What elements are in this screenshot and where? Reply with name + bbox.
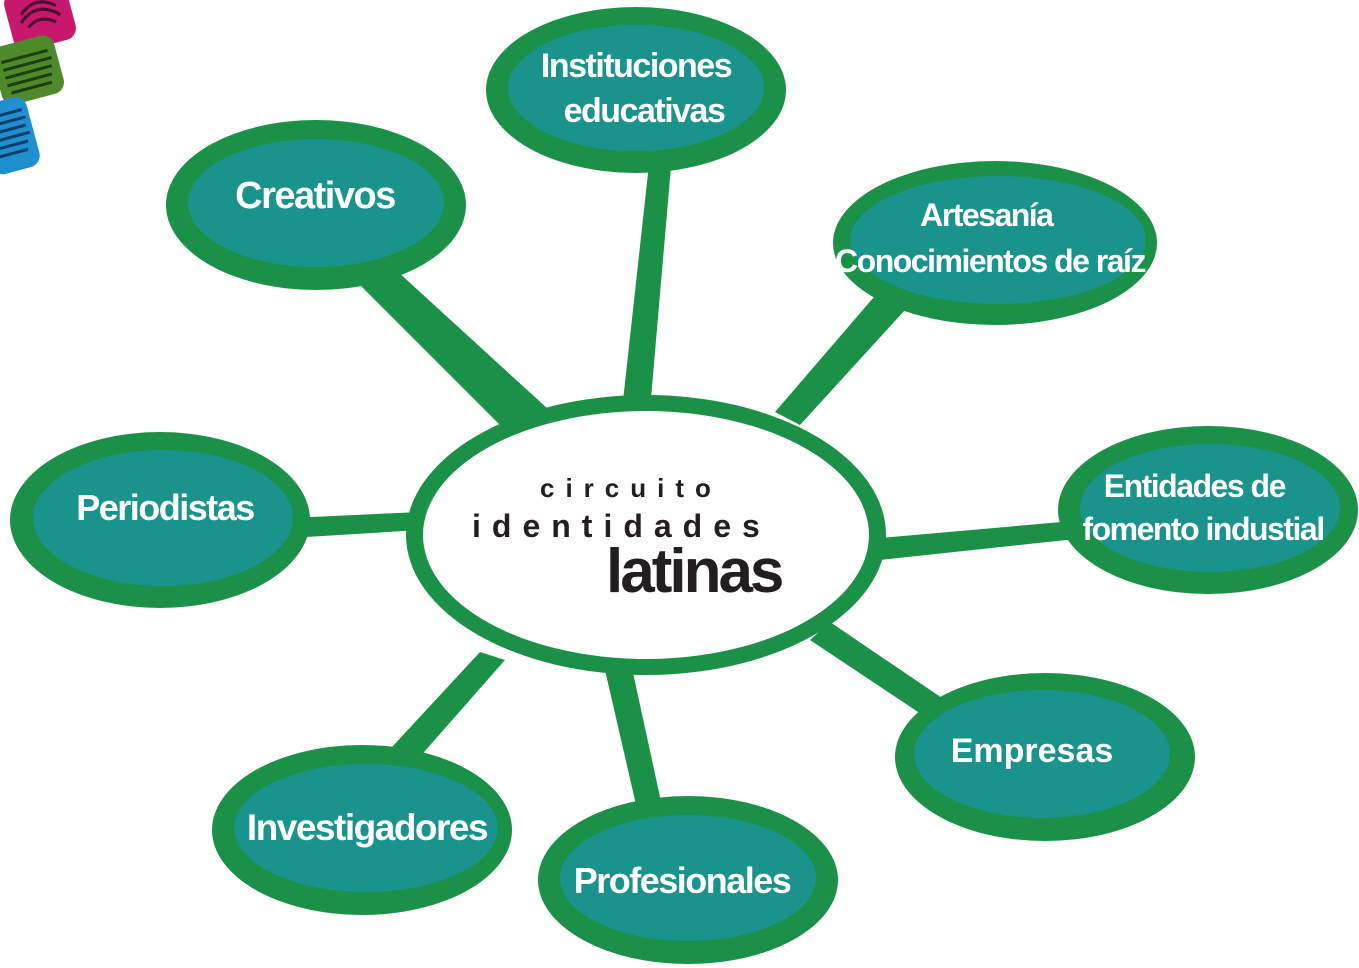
node-entidades-line1: Entidades de [1104, 468, 1286, 504]
center-title-line1: circuito [540, 473, 722, 503]
svg-text:Instituciones educativas: Instituciones educativas [541, 47, 739, 130]
connector-investigadores [380, 652, 505, 768]
node-profesionales-label: Profesionales [574, 860, 791, 901]
node-creativos-label: Creativos [235, 175, 395, 217]
node-instituciones-line2: educativas [564, 92, 725, 130]
connector-periodistas [290, 512, 420, 538]
fingerprint-logo-icon [0, 0, 76, 175]
node-creativos: Creativos [166, 120, 466, 290]
connector-group [290, 155, 1085, 822]
node-instituciones-line1: Instituciones [541, 47, 732, 85]
node-empresas-label: Empresas [951, 732, 1114, 770]
node-entidades-line2: fomento industial [1082, 511, 1323, 547]
center-title-line2: identidades [472, 508, 771, 544]
node-periodistas-label: Periodistas [76, 487, 254, 528]
node-artesania-line2: Conocimientos de raíz [835, 243, 1145, 279]
center-node: circuito identidades latinas [406, 395, 886, 675]
node-artesania: Artesanía Conocimientos de raíz [833, 161, 1157, 325]
node-artesania-line1: Artesanía [920, 197, 1054, 233]
node-instituciones: Instituciones educativas [486, 7, 786, 173]
node-profesionales: Profesionales [538, 796, 838, 964]
connector-instituciones [622, 155, 672, 410]
svg-text:Entidades de fomento ind: Entidades de fomento industial [1082, 468, 1323, 547]
node-entidades: Entidades de fomento industial [1058, 426, 1358, 594]
node-periodistas: Periodistas [10, 432, 310, 608]
node-investigadores: Investigadores [212, 745, 512, 915]
connector-artesania [775, 290, 905, 425]
connector-empresas [810, 622, 945, 720]
svg-text:Artesanía Conocimientos: Artesanía Conocimientos de raíz [835, 197, 1145, 279]
connector-creativos [340, 260, 560, 440]
connector-profesionales [605, 668, 665, 822]
node-empresas: Empresas [895, 673, 1195, 841]
node-investigadores-label: Investigadores [247, 807, 488, 848]
center-title-line3: latinas [606, 537, 782, 606]
connector-entidades [880, 520, 1085, 560]
